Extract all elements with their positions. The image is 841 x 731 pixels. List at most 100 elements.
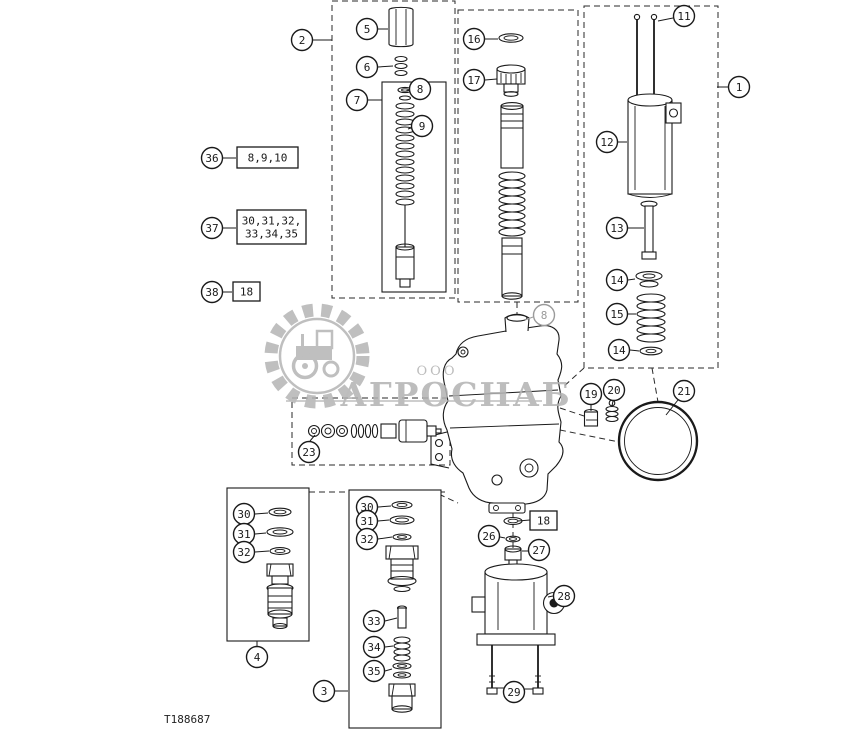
part-oring-21	[617, 400, 699, 482]
svg-text:32: 32	[360, 533, 373, 546]
svg-text:8: 8	[541, 309, 548, 322]
svg-text:37: 37	[205, 222, 218, 235]
callout-32: 32	[232, 540, 270, 564]
part-plug-19	[583, 408, 599, 427]
part-pins-11	[633, 13, 658, 95]
svg-text:38: 38	[205, 286, 218, 299]
svg-text:36: 36	[205, 152, 218, 165]
svg-text:7: 7	[354, 94, 361, 107]
svg-text:9: 9	[419, 120, 426, 133]
part-washer-14-lower	[639, 346, 663, 356]
callout-17: 17	[462, 68, 498, 92]
part-washer-14-upper	[635, 271, 663, 288]
part-stem-13	[640, 200, 658, 260]
svg-text:11: 11	[677, 10, 690, 23]
svg-text:33,34,35: 33,34,35	[245, 228, 298, 241]
svg-text:14: 14	[612, 344, 626, 357]
callout-23: 23	[297, 434, 321, 464]
svg-text:34: 34	[367, 641, 381, 654]
svg-text:35: 35	[367, 665, 380, 678]
svg-text:30,31,32,: 30,31,32,	[242, 215, 302, 228]
svg-text:13: 13	[610, 222, 623, 235]
callout-7: 7	[345, 88, 382, 112]
svg-text:21: 21	[677, 385, 690, 398]
svg-text:17: 17	[467, 74, 480, 87]
callout-13: 13	[605, 216, 644, 240]
tractor-icon	[291, 329, 340, 380]
callout-26: 26	[477, 524, 506, 548]
svg-text:26: 26	[482, 530, 495, 543]
boxed-label-0: 8,9,10	[236, 146, 299, 169]
callout-16: 16	[462, 27, 498, 51]
svg-text:4: 4	[254, 651, 261, 664]
callout-21: 21	[665, 379, 696, 416]
callout-38: 38	[200, 280, 232, 304]
callout-37: 37	[200, 216, 236, 240]
callout-35: 35	[362, 659, 393, 683]
callout-19: 19	[579, 382, 603, 411]
svg-text:8: 8	[417, 83, 424, 96]
svg-text:15: 15	[610, 308, 623, 321]
svg-text:2: 2	[299, 34, 306, 47]
callout-3: 3	[312, 679, 348, 703]
callout-11: 11	[657, 4, 696, 28]
part-valve-section-28	[471, 563, 566, 646]
svg-text:32: 32	[237, 546, 250, 559]
svg-text:16: 16	[467, 33, 480, 46]
part-detent-kit-23	[307, 419, 442, 443]
svg-text:3: 3	[321, 685, 328, 698]
callout-5: 5	[355, 17, 388, 41]
svg-text:6: 6	[364, 61, 371, 74]
part-detent-20	[605, 399, 619, 423]
boxed-label-2: 18	[232, 281, 261, 302]
svg-text:14: 14	[610, 274, 624, 287]
part-ring-26	[505, 535, 521, 543]
svg-text:19: 19	[584, 388, 597, 401]
svg-text:23: 23	[302, 446, 315, 459]
callout-12: 12	[595, 130, 627, 154]
callout-8: 8	[405, 77, 432, 101]
callout-28: 28	[547, 584, 576, 608]
svg-text:30: 30	[237, 508, 250, 521]
part-spool-rod	[395, 205, 415, 288]
svg-text:31: 31	[237, 528, 250, 541]
svg-text:18: 18	[240, 286, 253, 299]
callout-8: 8	[524, 303, 556, 327]
svg-text:33: 33	[367, 615, 380, 628]
callout-34: 34	[362, 635, 394, 659]
watermark-prefix: ООО	[417, 364, 458, 379]
callout-31: 31	[355, 509, 390, 533]
callout-4: 4	[245, 641, 269, 669]
callout-1: 1	[717, 75, 751, 99]
part-cap-5	[388, 6, 414, 48]
part-cartridge-sleeve	[498, 102, 526, 300]
figure-number: T188687	[164, 713, 210, 726]
callout-20: 20	[602, 378, 626, 407]
svg-text:1: 1	[736, 81, 743, 94]
svg-text:28: 28	[557, 590, 570, 603]
part-kit-3	[385, 501, 419, 713]
svg-text:8,9,10: 8,9,10	[248, 152, 288, 165]
boxed-label-1: 30,31,32,33,34,35	[236, 209, 307, 245]
watermark-name: АГРОСНАБ	[340, 375, 572, 414]
part-solenoid-12	[627, 93, 682, 198]
callout-15: 15	[605, 302, 636, 326]
svg-text:5: 5	[364, 23, 371, 36]
svg-text:29: 29	[507, 686, 520, 699]
callout-33: 33	[362, 609, 398, 633]
callout-14: 14	[607, 338, 640, 362]
svg-text:12: 12	[600, 136, 613, 149]
callout-27: 27	[522, 538, 551, 562]
watermark: ООО АГРОСНАБ	[264, 303, 572, 414]
callout-31: 31	[232, 522, 267, 546]
svg-text:27: 27	[532, 544, 545, 557]
boxed-label-3: 18	[517, 510, 558, 531]
callout-29: 29	[497, 680, 533, 704]
part-spring-6	[394, 55, 408, 77]
svg-text:31: 31	[360, 515, 373, 528]
callout-32: 32	[355, 527, 393, 551]
part-plug-27	[504, 545, 522, 567]
part-spring-15	[636, 293, 666, 343]
